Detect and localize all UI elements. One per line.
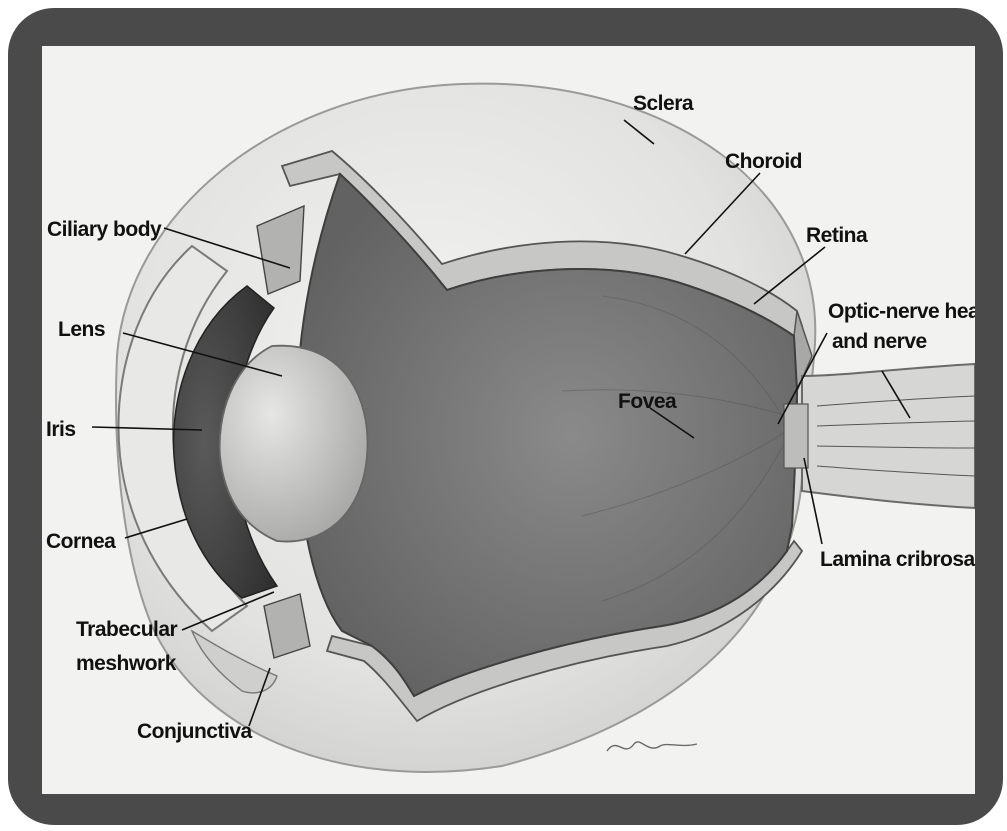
label-iris: Iris	[46, 418, 76, 441]
artist-signature	[607, 742, 697, 751]
optic-nerve	[784, 364, 975, 508]
label-lens: Lens	[58, 318, 105, 341]
label-conjunctiva: Conjunctiva	[137, 720, 252, 743]
eye-cross-section-diagram: Sclera Choroid Retina Ciliary body Optic…	[42, 46, 975, 794]
label-optic-nerve-line2: and nerve	[832, 330, 927, 353]
label-choroid: Choroid	[725, 150, 802, 173]
label-fovea: Fovea	[618, 390, 677, 413]
label-trabecular-line1: Trabecular	[76, 618, 178, 641]
label-lamina-cribrosa: Lamina cribrosa	[820, 548, 975, 571]
label-ciliary-body: Ciliary body	[47, 218, 162, 241]
label-retina: Retina	[806, 224, 868, 247]
figure-panel: Sclera Choroid Retina Ciliary body Optic…	[42, 46, 975, 794]
label-trabecular-line2: meshwork	[76, 652, 177, 675]
lens-shape	[220, 346, 368, 542]
label-sclera: Sclera	[633, 92, 694, 115]
label-cornea: Cornea	[46, 530, 116, 553]
label-optic-nerve-line1: Optic-nerve head	[828, 300, 975, 323]
